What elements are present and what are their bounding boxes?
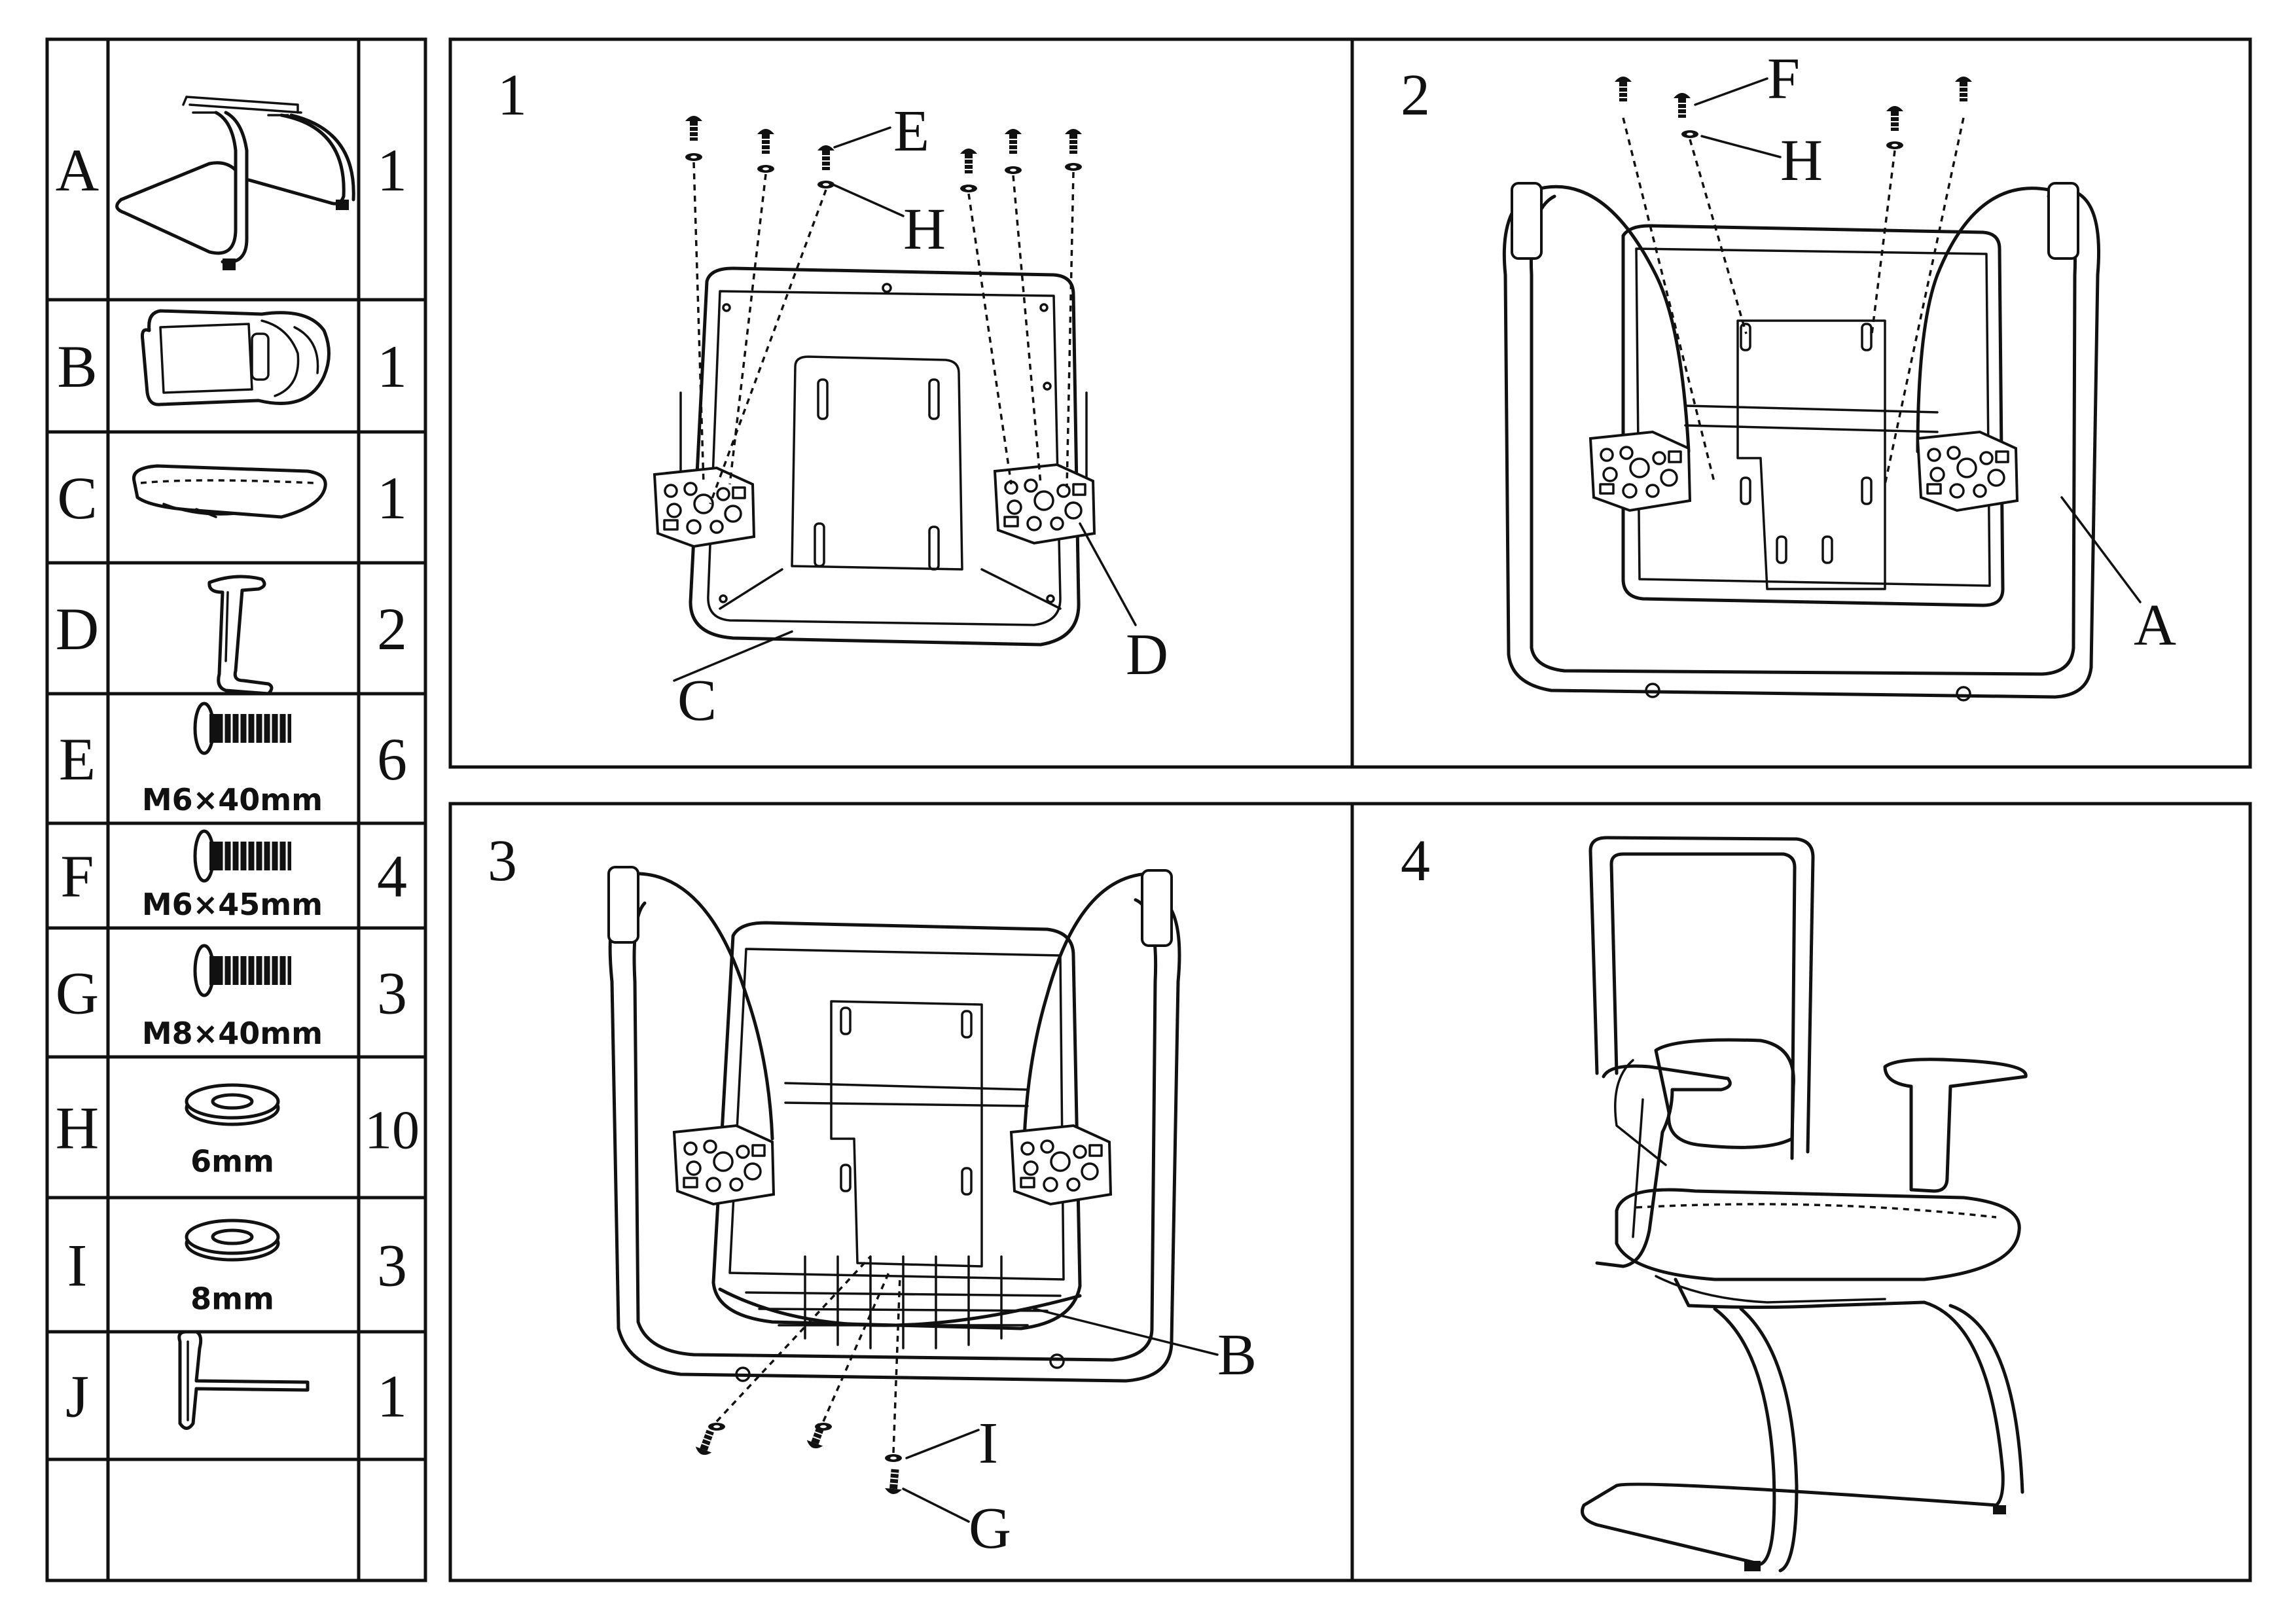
step-number: 3 [488, 829, 517, 893]
step-4-illustration [1581, 836, 2028, 1573]
part-letter: G [56, 960, 99, 1027]
part-quantity: 1 [377, 137, 407, 204]
part-quantity: 10 [365, 1100, 420, 1161]
part-size-label: M8×40mm [142, 1016, 323, 1051]
allen-key-icon [177, 1330, 310, 1430]
step-3-illustration: B I G [607, 866, 1257, 1561]
part-size-label: M6×45mm [142, 887, 323, 922]
callout-label: A [2134, 593, 2176, 658]
bolt-icon [195, 831, 291, 881]
bolt-icon [195, 704, 291, 753]
part-letter: A [56, 137, 99, 204]
callout-label: D [1126, 622, 1168, 687]
part-quantity: 1 [377, 465, 407, 531]
part-letter: D [56, 596, 99, 662]
backrest-icon [141, 309, 331, 406]
step-number: 1 [497, 63, 527, 128]
step-1-illustration: E H C D [653, 99, 1168, 733]
callout-label: I [978, 1411, 998, 1476]
seat-cushion-icon [132, 464, 327, 519]
part-quantity: 3 [377, 960, 407, 1027]
bolt-icon [195, 946, 291, 995]
callout-label: F [1767, 46, 1800, 111]
part-size-label: M6×40mm [142, 782, 323, 817]
part-size-label: 6mm [190, 1144, 274, 1179]
part-letter: J [65, 1363, 89, 1430]
parts-table [45, 37, 427, 1582]
part-size-label: 8mm [190, 1281, 274, 1317]
step-2-illustration: F H A [1502, 46, 2176, 702]
callout-label: B [1217, 1323, 1257, 1387]
part-letter: E [59, 726, 96, 793]
callout-label: H [903, 197, 946, 262]
part-quantity: 1 [377, 1363, 407, 1430]
part-quantity: 4 [377, 843, 407, 910]
callout-label: G [969, 1496, 1011, 1561]
step-number: 4 [1401, 829, 1430, 893]
part-letter: I [67, 1232, 88, 1299]
washer-icon [187, 1085, 278, 1124]
part-letter: H [56, 1095, 99, 1162]
washer-icon [187, 1221, 278, 1260]
part-quantity: 1 [377, 333, 407, 400]
callout-label: E [893, 99, 929, 164]
callout-label: C [677, 668, 717, 733]
part-letter: C [57, 465, 97, 531]
step-number: 2 [1401, 63, 1430, 128]
part-letter: B [57, 333, 97, 400]
part-quantity: 6 [377, 726, 407, 793]
steps-frame-top [448, 37, 2252, 769]
armrest-icon [207, 575, 274, 696]
part-letter: F [60, 843, 94, 910]
chair-base-frame-icon [115, 96, 355, 270]
part-quantity: 2 [377, 596, 407, 662]
callout-label: H [1780, 128, 1823, 193]
steps-frame-bottom [448, 802, 2252, 1582]
part-quantity: 3 [377, 1232, 407, 1299]
